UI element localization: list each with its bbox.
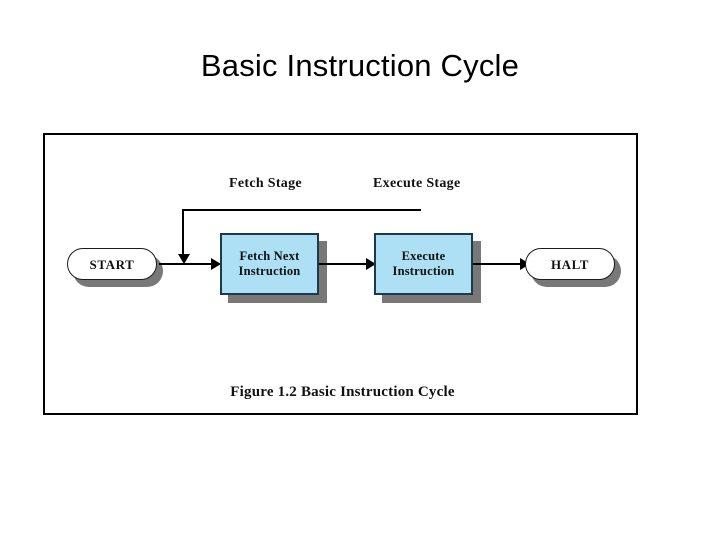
edge-start-to-fetch-arrowhead-icon: [211, 258, 221, 270]
node-fetch-next-instruction-label-line1: Fetch Next: [239, 248, 300, 263]
node-start[interactable]: START: [67, 248, 163, 287]
node-halt[interactable]: HALT: [525, 248, 621, 287]
node-fetch-next-instruction-label: Fetch Next Instruction: [239, 249, 301, 280]
node-fetch-next-instruction-label-line2: Instruction: [238, 264, 301, 278]
node-fetch-next-instruction[interactable]: Fetch Next Instruction: [220, 233, 327, 303]
node-execute-instruction-label-line1: Execute: [401, 248, 446, 263]
feedback-loop-arrowhead-icon: [178, 254, 190, 264]
figure-caption: Figure 1.2 Basic Instruction Cycle: [230, 384, 455, 400]
edge-fetch-to-execute-line: [319, 263, 377, 265]
node-execute-instruction-label: Execute Instruction: [393, 249, 455, 280]
node-start-body: START: [67, 248, 157, 280]
feedback-loop-horizontal-line: [182, 209, 421, 211]
node-halt-label: HALT: [550, 256, 590, 272]
figure-content: Fetch Stage Execute Stage START: [45, 135, 640, 417]
edge-fetch-to-execute-arrowhead-icon: [366, 258, 376, 270]
feedback-loop-vertical-line: [182, 209, 184, 257]
node-execute-instruction-label-line2: Instruction: [392, 264, 455, 278]
node-halt-body: HALT: [525, 248, 615, 280]
execute-stage-label: Execute Stage: [373, 176, 461, 191]
edge-start-to-fetch-line: [159, 263, 221, 265]
edge-execute-to-halt-line: [473, 263, 531, 265]
page-title: Basic Instruction Cycle: [200, 48, 520, 83]
node-execute-instruction-body: Execute Instruction: [374, 233, 473, 295]
fetch-stage-label: Fetch Stage: [229, 176, 302, 191]
node-fetch-next-instruction-body: Fetch Next Instruction: [220, 233, 319, 295]
figure-frame: Fetch Stage Execute Stage START: [43, 133, 638, 415]
node-execute-instruction[interactable]: Execute Instruction: [374, 233, 481, 303]
node-start-label: START: [89, 256, 135, 272]
